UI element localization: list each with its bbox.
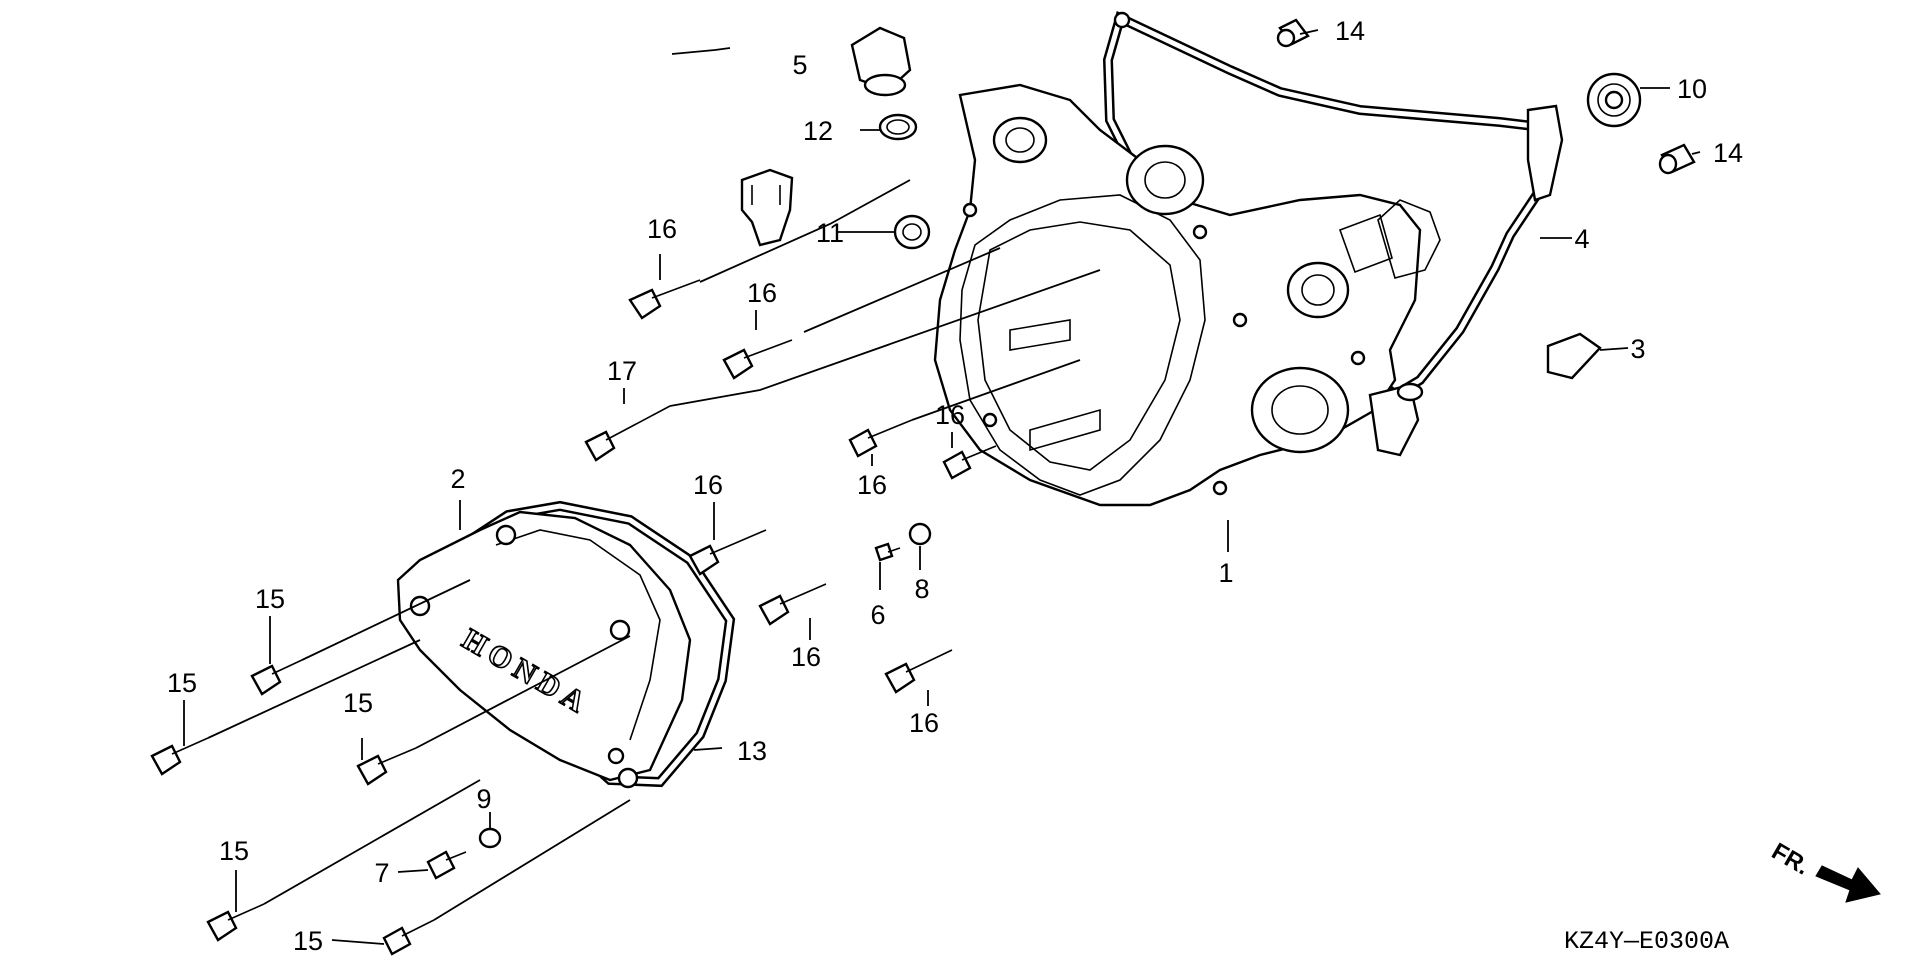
callout-16-a: 16 [647,214,677,244]
callout-15-a: 15 [255,584,285,614]
dowel-pin-top [1276,18,1310,48]
flange-bolt-17 [584,405,671,462]
callout-10: 10 [1677,74,1707,104]
cable-clamp [740,168,794,247]
right-crankcase-cover [933,83,1441,507]
callout-1: 1 [1218,558,1233,588]
callout-15-b: 15 [167,668,197,698]
grommet [1546,332,1602,380]
oil-filler-cap [850,26,912,97]
radial-ball-bearing [1586,72,1642,128]
callout-16-c: 16 [693,470,723,500]
callout-9: 9 [476,784,491,814]
callout-16-d: 16 [857,470,887,500]
callout-16-e: 16 [935,400,965,430]
callout-16-g: 16 [909,708,939,738]
callout-11: 11 [816,218,844,248]
callout-14-top: 14 [1335,16,1365,46]
callout-7: 7 [374,858,389,888]
callout-15-e: 15 [293,926,323,956]
callout-5: 5 [792,50,807,80]
callout-8: 8 [914,574,929,604]
callout-15-d: 15 [219,836,249,866]
front-direction-indicator: FR. [1767,838,1881,903]
washer-9 [478,827,502,849]
o-ring [878,113,918,141]
callout-16-b: 16 [747,278,777,308]
flange-bolt-15 [150,659,435,956]
callout-4: 4 [1574,224,1589,254]
washer-8 [908,522,932,546]
callout-3: 3 [1630,334,1645,364]
callout-12: 12 [803,116,833,146]
callout-6: 6 [870,600,885,630]
callout-2: 2 [450,464,465,494]
callout-16-f: 16 [791,642,821,672]
small-bolt-7 [426,850,467,880]
callout-15-c: 15 [343,688,373,718]
flange-bolt-16 [628,279,997,694]
callout-numbers: 1 2 3 4 5 6 7 8 9 10 11 12 13 14 14 15 1… [167,16,1743,956]
oil-seal [893,214,931,250]
clutch-cover: HONDA [396,500,736,789]
callout-13: 13 [737,736,767,766]
callout-14-right: 14 [1713,138,1743,168]
front-label: FR. [1767,838,1814,881]
callout-17: 17 [607,356,637,386]
screw-6 [874,542,901,562]
diagram-code: KZ4Y—E0300A [1564,927,1729,956]
front-arrow-icon [1815,865,1881,903]
dowel-pin-right [1658,143,1696,175]
leader-lines [183,29,1701,945]
